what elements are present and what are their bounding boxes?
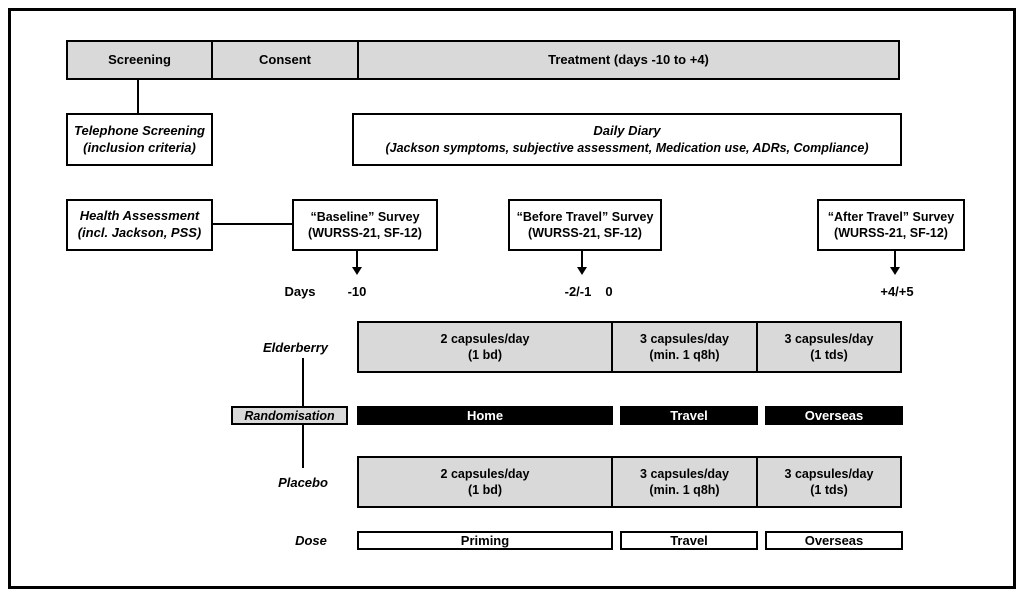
dose-schedule: (1 bd) <box>467 348 503 362</box>
elderberry-dose-home: 2 capsules/day (1 bd) <box>359 323 611 371</box>
days-axis-label: Days <box>284 284 316 299</box>
elderberry-dose-overseas: 3 capsules/day (1 tds) <box>756 323 900 371</box>
before-travel-survey-subtitle: (WURSS-21, SF-12) <box>528 226 642 240</box>
dose-amount: 2 capsules/day <box>440 331 530 346</box>
phase-consent: Consent <box>211 42 357 78</box>
dose-phase-priming: Priming <box>357 531 613 550</box>
period-bar-overseas: Overseas <box>765 406 903 425</box>
down-arrow-icon <box>352 267 362 275</box>
period-bar-travel: Travel <box>620 406 758 425</box>
outer-border <box>8 8 1016 589</box>
elderberry-dose-row: 2 capsules/day (1 bd) 3 capsules/day (mi… <box>357 321 902 373</box>
placebo-dose-row: 2 capsules/day (1 bd) 3 capsules/day (mi… <box>357 456 902 508</box>
before-travel-survey-box: “Before Travel” Survey (WURSS-21, SF-12) <box>508 199 662 251</box>
baseline-survey-box: “Baseline” Survey (WURSS-21, SF-12) <box>292 199 438 251</box>
dose-schedule: (1 bd) <box>467 483 503 497</box>
day-tick-after-travel: +4/+5 <box>880 284 914 299</box>
dose-schedule: (min. 1 q8h) <box>649 348 720 362</box>
before-travel-survey-title: “Before Travel” Survey <box>516 210 654 224</box>
dose-amount: 2 capsules/day <box>440 466 530 481</box>
dose-amount: 3 capsules/day <box>640 331 729 346</box>
telephone-screening-subtitle: (inclusion criteria) <box>83 139 196 155</box>
baseline-arrow-stem <box>356 251 358 268</box>
connector-health-baseline <box>213 223 292 225</box>
daily-diary-box: Daily Diary (Jackson symptoms, subjectiv… <box>352 113 902 166</box>
placebo-dose-travel: 3 capsules/day (min. 1 q8h) <box>611 458 756 506</box>
health-assessment-box: Health Assessment (incl. Jackson, PSS) <box>66 199 213 251</box>
dose-amount: 3 capsules/day <box>784 466 874 481</box>
connector-randomisation-placebo <box>302 425 304 468</box>
down-arrow-icon <box>890 267 900 275</box>
after-travel-survey-title: “After Travel” Survey <box>827 210 955 224</box>
baseline-survey-subtitle: (WURSS-21, SF-12) <box>308 226 422 240</box>
randomisation-box: Randomisation <box>231 406 348 425</box>
after-travel-survey-box: “After Travel” Survey (WURSS-21, SF-12) <box>817 199 965 251</box>
elderberry-arm-label: Elderberry <box>262 340 329 355</box>
placebo-dose-home: 2 capsules/day (1 bd) <box>359 458 611 506</box>
placebo-arm-label: Placebo <box>278 475 328 490</box>
dose-row-label: Dose <box>295 533 327 548</box>
day-tick-baseline: -10 <box>347 284 367 299</box>
baseline-survey-title: “Baseline” Survey <box>310 210 420 224</box>
dose-amount: 3 capsules/day <box>784 331 874 346</box>
health-assessment-subtitle: (incl. Jackson, PSS) <box>77 225 202 240</box>
before-travel-arrow-stem <box>581 251 583 268</box>
phase-bar: Screening Consent Treatment (days -10 to… <box>66 40 900 80</box>
health-assessment-title: Health Assessment <box>79 208 200 224</box>
daily-diary-title: Daily Diary <box>593 123 661 139</box>
daily-diary-subtitle: (Jackson symptoms, subjective assessment… <box>385 140 869 155</box>
day-tick-before-travel: -2/-1 <box>564 284 592 299</box>
down-arrow-icon <box>577 267 587 275</box>
phase-treatment: Treatment (days -10 to +4) <box>357 42 898 78</box>
connector-elderberry-randomisation <box>302 358 304 406</box>
randomisation-label: Randomisation <box>244 408 335 423</box>
dose-phase-overseas: Overseas <box>765 531 903 550</box>
dose-schedule: (min. 1 q8h) <box>649 483 720 497</box>
dose-amount: 3 capsules/day <box>640 466 729 481</box>
dose-phase-travel: Travel <box>620 531 758 550</box>
elderberry-dose-travel: 3 capsules/day (min. 1 q8h) <box>611 323 756 371</box>
dose-schedule: (1 tds) <box>810 348 848 362</box>
telephone-screening-box: Telephone Screening (inclusion criteria) <box>66 113 213 166</box>
dose-schedule: (1 tds) <box>810 483 848 497</box>
period-bar-home: Home <box>357 406 613 425</box>
telephone-screening-title: Telephone Screening <box>74 122 205 138</box>
placebo-dose-overseas: 3 capsules/day (1 tds) <box>756 458 900 506</box>
phase-screening: Screening <box>108 51 171 67</box>
after-travel-survey-subtitle: (WURSS-21, SF-12) <box>834 226 948 240</box>
day-tick-zero: 0 <box>605 284 613 299</box>
after-travel-arrow-stem <box>894 251 896 268</box>
connector-screening-telephone <box>137 79 139 114</box>
